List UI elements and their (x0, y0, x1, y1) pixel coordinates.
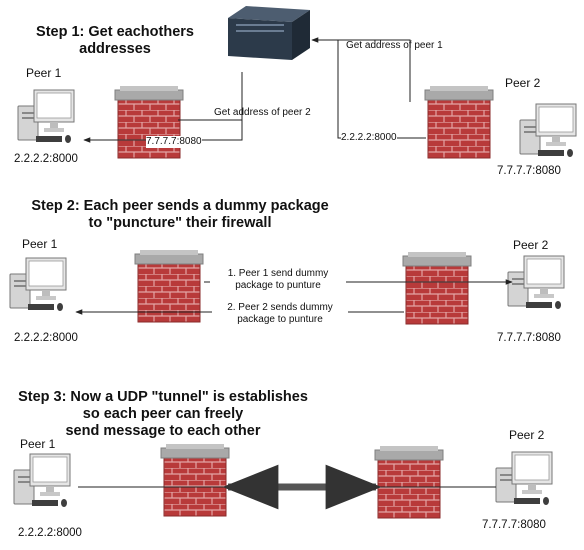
step2-message-2-line1: 2. Peer 2 sends dummy (227, 302, 333, 313)
step1-peer1-address: 2.2.2.2:8000 (14, 153, 78, 165)
step1-arrow-request-peer1 (311, 37, 411, 102)
step1-peer1-label: Peer 1 (26, 66, 62, 80)
step2-message-1-line1: 1. Peer 1 send dummy (227, 268, 329, 279)
step2-peer2-address: 7.7.7.7:8080 (497, 332, 561, 344)
step2-heading-line1: Step 2: Each peer sends a dummy package (31, 198, 329, 214)
step2-peer1-label: Peer 1 (22, 237, 58, 251)
step2-heading-line2: to "puncture" their firewall (88, 215, 272, 231)
step3-heading-line3: send message to each other (65, 423, 261, 439)
step1-arrow-label-peer1: Get address of peer 1 (346, 40, 443, 51)
step2-message-1-line2: package to punture (235, 280, 321, 291)
step2-message-1: 1. Peer 1 send dummy package to punture (210, 268, 346, 292)
step3-peer2-firewall-icon (374, 445, 444, 519)
step2-peer1-address: 2.2.2.2:8000 (14, 332, 78, 344)
step1-arrow-label-peer2: Get address of peer 2 (214, 107, 311, 118)
step2-peer1-computer-icon (9, 257, 67, 312)
step3-peer2-computer-icon (495, 451, 553, 506)
step2-peer2-computer-icon (507, 255, 565, 310)
step3-heading: Step 3: Now a UDP "tunnel" is establishe… (10, 389, 316, 440)
step1-line-peer2-request-left (337, 40, 426, 139)
step2-peer1-firewall-icon (134, 249, 204, 323)
step1-heading-line1: Step 1: Get eachothers (36, 24, 194, 40)
step2-peer2-firewall-icon (402, 251, 472, 325)
step1-arrow-address-to-peer1 (83, 72, 243, 143)
step1-peer1-computer-icon (17, 89, 75, 144)
step3-peer1-computer-icon (13, 453, 71, 508)
step2-message-2-line2: package to punture (237, 314, 323, 325)
step1-peer2-address: 7.7.7.7:8080 (497, 165, 561, 177)
step1-value-to-peer2: 2.2.2.2:8000 (341, 132, 397, 144)
step3-peer1-firewall-icon (160, 443, 230, 517)
step2-heading: Step 2: Each peer sends a dummy package … (22, 198, 338, 232)
step3-peer2-label: Peer 2 (509, 428, 545, 442)
step1-heading: Step 1: Get eachothers addresses (20, 24, 210, 58)
step1-value-to-peer1: 7.7.7.7:8080 (146, 136, 202, 148)
step3-peer1-label: Peer 1 (20, 437, 56, 451)
step1-peer2-computer-icon (519, 103, 577, 158)
step3-peer1-address: 2.2.2.2:8000 (18, 527, 82, 539)
step3-heading-line1: Step 3: Now a UDP "tunnel" is establishe… (18, 389, 308, 405)
step1-server-icon (228, 6, 310, 60)
step1-peer2-firewall-icon (424, 85, 494, 159)
step3-heading-line2: so each peer can freely (82, 406, 244, 422)
step2-peer2-label: Peer 2 (513, 238, 549, 252)
step1-heading-line2: addresses (79, 41, 151, 57)
step2-message-2: 2. Peer 2 sends dummy package to punture (212, 302, 348, 326)
step1-peer2-label: Peer 2 (505, 76, 541, 90)
step3-peer2-address: 7.7.7.7:8080 (482, 519, 546, 531)
